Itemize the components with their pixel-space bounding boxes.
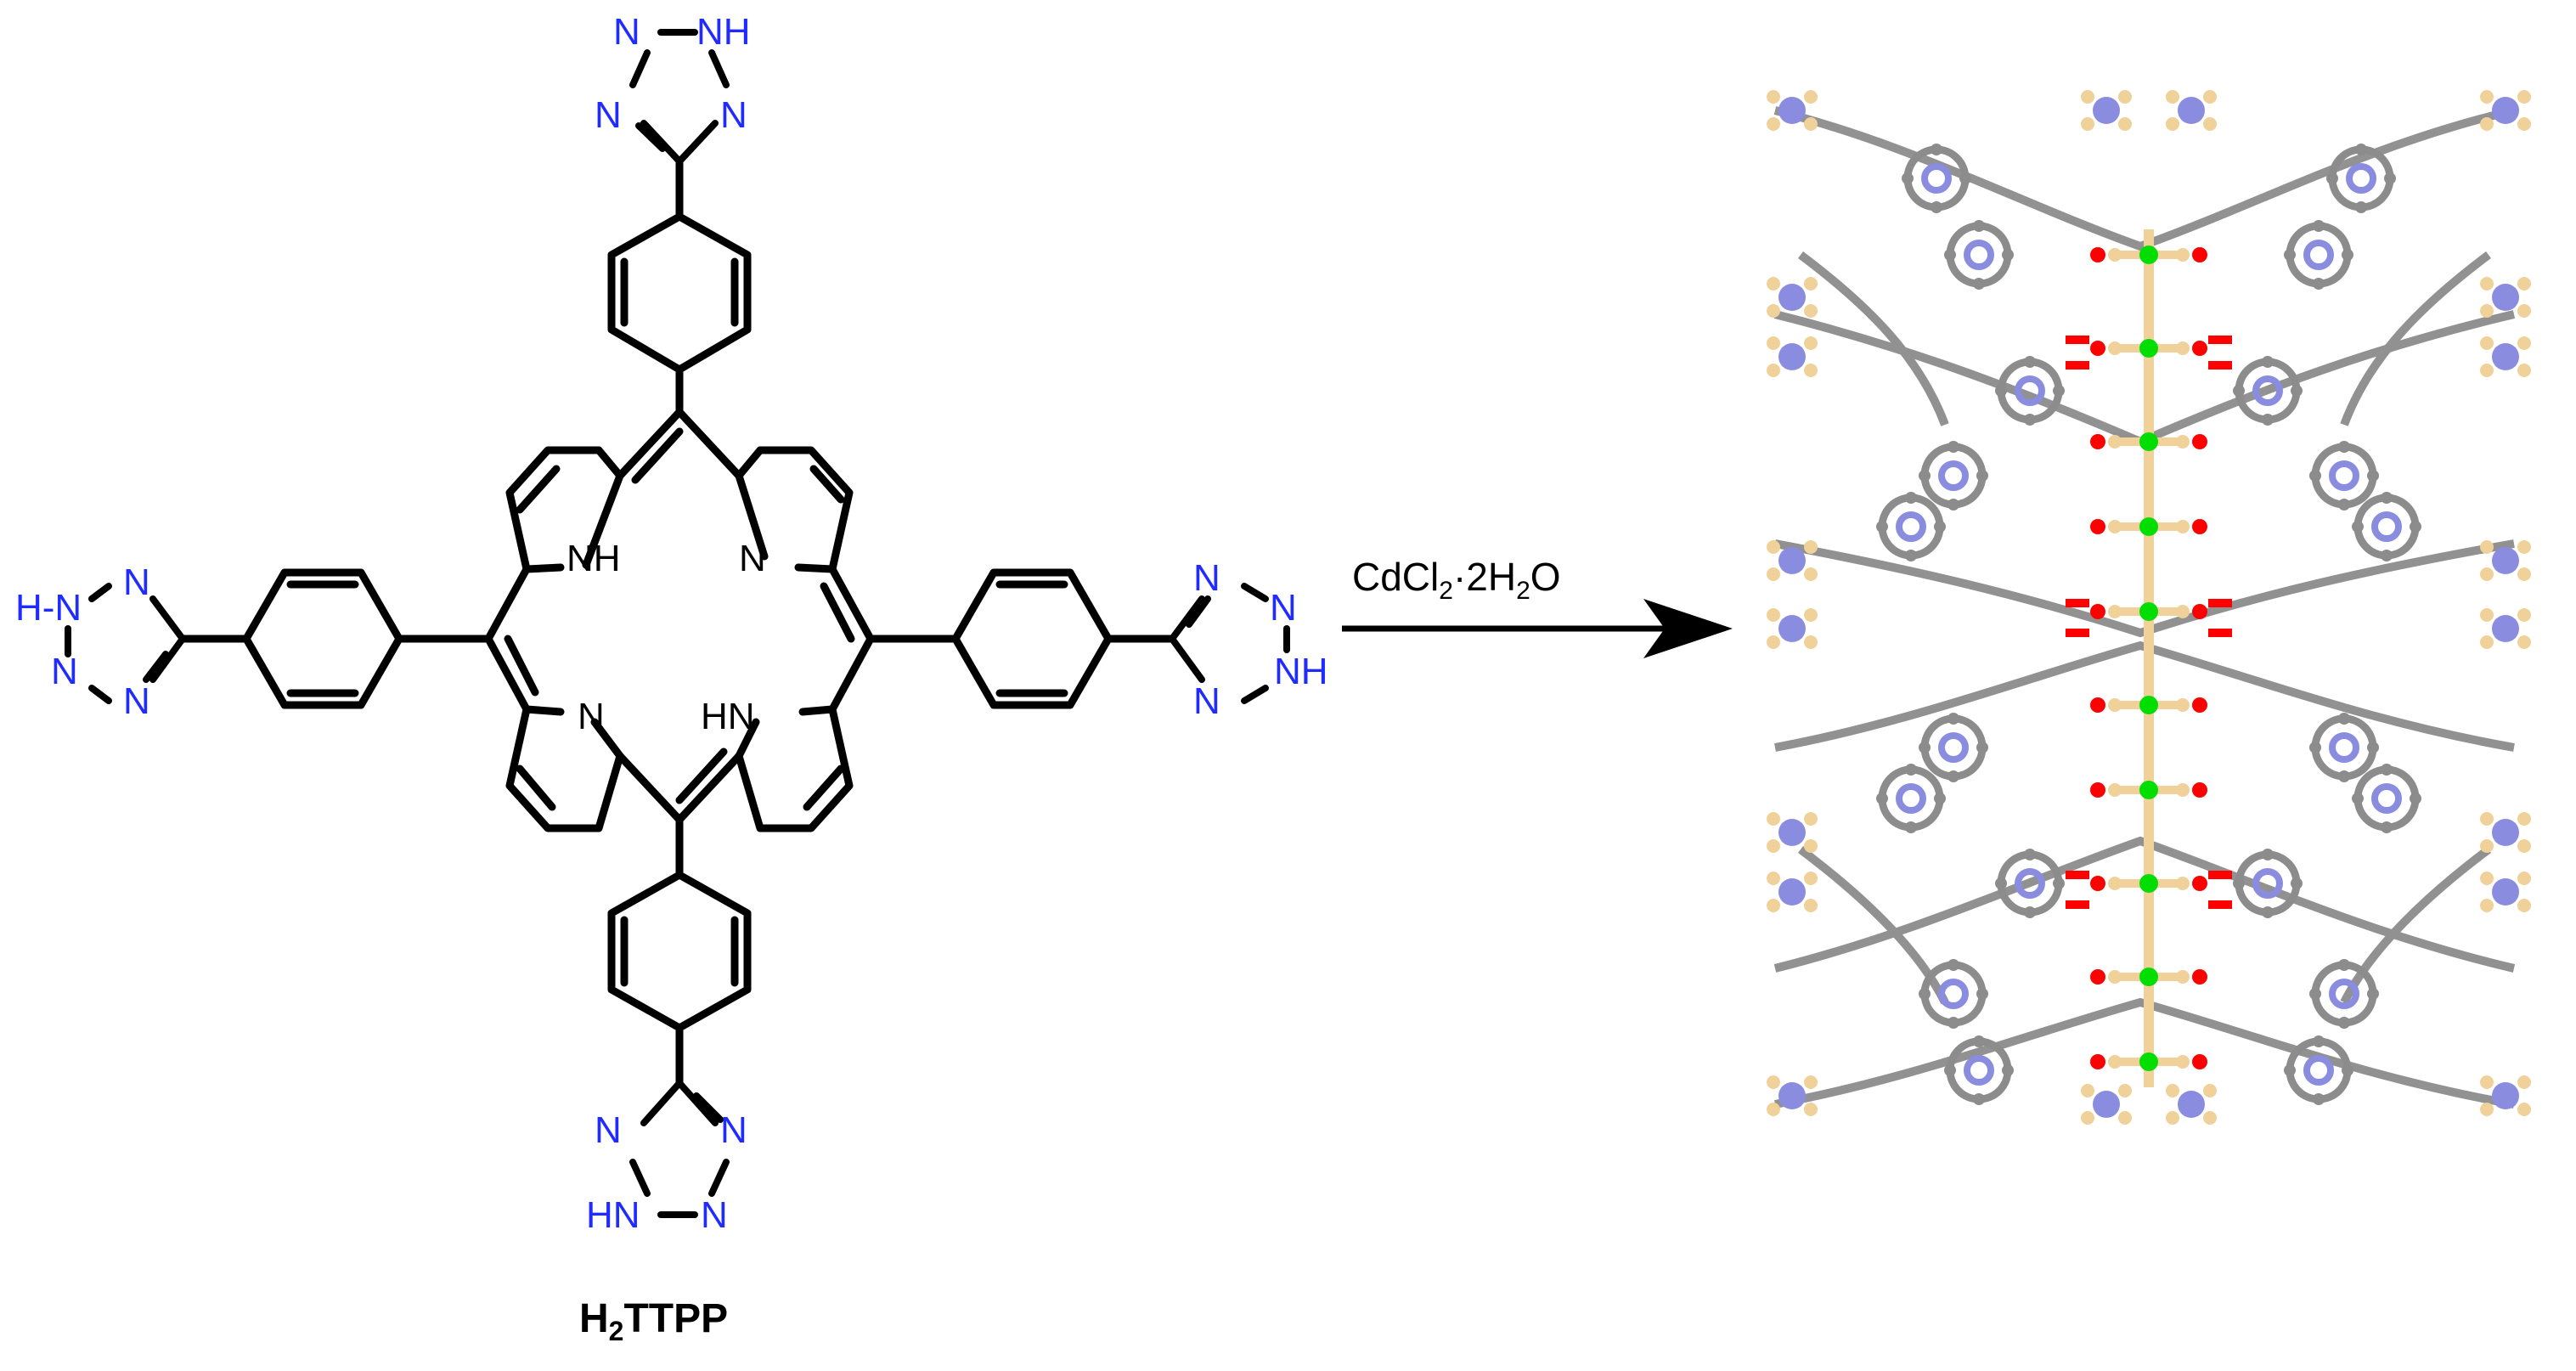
arrowhead-icon xyxy=(1643,599,1733,658)
tetrazole-right-n1: N xyxy=(1193,557,1220,599)
phenyl-bottom xyxy=(607,815,752,1087)
tetrazole-left-h-n: H-N xyxy=(15,587,82,629)
n-label-lower-left: N xyxy=(578,696,605,737)
tetrazole-bottom-hn: HN xyxy=(586,1194,640,1236)
tetrazole-right-nh: NH xyxy=(1274,651,1328,692)
reaction-arrow: CdCl2·2H2O xyxy=(1342,555,1733,658)
tetrazole-bottom-n3: N xyxy=(701,1194,728,1236)
tetrazole-top-n4: N xyxy=(595,94,622,136)
tetrazole-top: N N N NH xyxy=(595,11,751,165)
tetrazole-top-n1: N xyxy=(720,94,747,136)
tetrazole-bottom-n1: N xyxy=(595,1109,622,1151)
hn-label-lower-right: HN xyxy=(701,696,755,737)
phenyl-left xyxy=(178,568,493,709)
tetrazole-bottom-n4: N xyxy=(720,1109,747,1151)
tetrazole-left: N H-N N N xyxy=(15,561,186,722)
tetrazole-right-n4: N xyxy=(1193,680,1220,722)
tetrazole-right: N N NH N xyxy=(1169,557,1328,722)
tetrazole-bottom: N N HN N xyxy=(586,1080,747,1236)
tetrazole-left-n3: N xyxy=(51,651,78,692)
crystal-framework xyxy=(1767,90,2531,1125)
phenyl-right xyxy=(866,568,1176,709)
porphyrin-molecule: NH N N HN xyxy=(15,11,1328,1346)
porphyrin-core xyxy=(484,408,875,832)
tetrazole-left-n4: N xyxy=(123,680,150,722)
n-label-upper-right: N xyxy=(739,538,766,579)
tetrazole-top-n3: N xyxy=(613,11,640,53)
cd-cl-chain-column xyxy=(2066,229,2232,1087)
reagent-label: CdCl2·2H2O xyxy=(1352,555,1561,605)
framework-linkers xyxy=(1773,106,2516,1109)
tetrazole-right-n2: N xyxy=(1270,587,1297,629)
tetrazole-top-nh: NH xyxy=(696,11,751,53)
compound-name: H2TTPP xyxy=(579,1296,728,1346)
nh-label-upper-left: NH xyxy=(566,538,621,579)
tetrazole-left-n1: N xyxy=(123,561,150,603)
phenyl-top xyxy=(607,157,752,416)
